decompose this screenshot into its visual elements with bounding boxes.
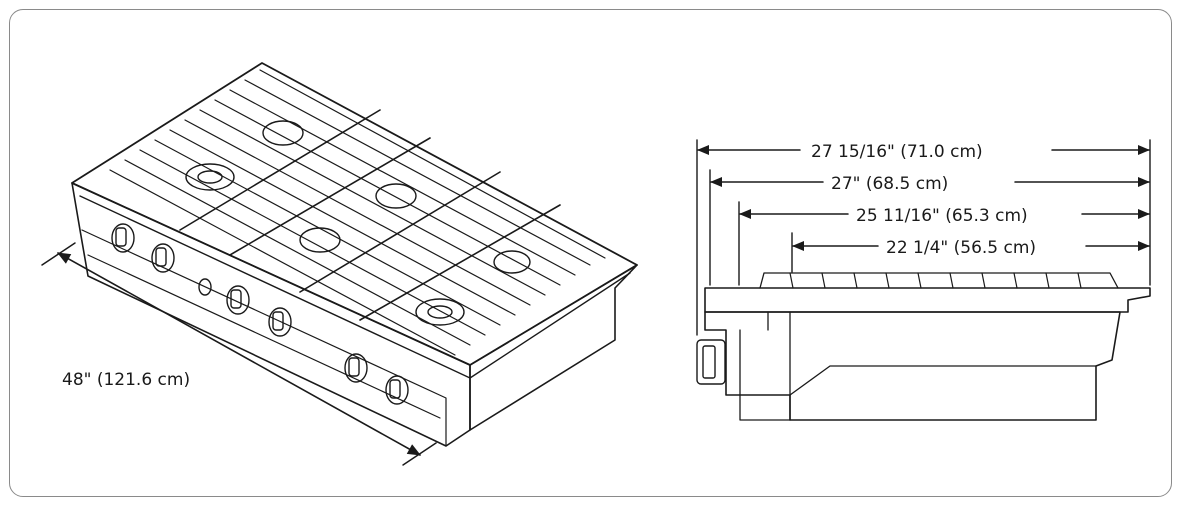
burner-back-left: [262, 120, 304, 146]
depth-dimension-arrows: [697, 145, 1150, 251]
depth-label-cutout-max: 27" (68.5 cm): [831, 174, 948, 194]
cooktop-side-panel: [469, 264, 638, 431]
burner-front-right: [415, 298, 465, 326]
knob-icon: [226, 285, 250, 315]
depth-label-top: 25 11/16" (65.3 cm): [856, 206, 1028, 226]
depth-label-overall: 27 15/16" (71.0 cm): [811, 142, 983, 162]
side-top-rail: [704, 287, 1151, 313]
cooktop-top-plate: [71, 62, 638, 366]
width-dimension-arrow: [57, 252, 421, 456]
knob-icon: [111, 223, 135, 253]
burner-back-right: [493, 250, 531, 274]
burner-front-left: [185, 163, 235, 191]
width-label: 48" (121.6 cm): [62, 370, 190, 390]
burner-caps: [185, 120, 531, 326]
burner-back-center: [375, 183, 417, 209]
cooktop-side-view: [696, 139, 1151, 421]
knob-icon: [696, 339, 726, 385]
cooktop-isometric-view: [41, 62, 638, 466]
knob-icon: [385, 375, 409, 405]
depth-label-body: 22 1/4" (56.5 cm): [886, 238, 1036, 258]
knob-icon: [344, 353, 368, 383]
burner-front-center: [299, 227, 341, 253]
